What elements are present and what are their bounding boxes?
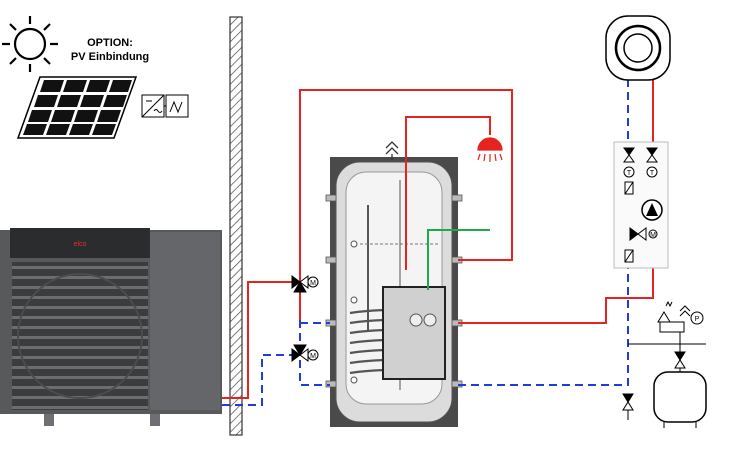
pump-group: T T M — [613, 141, 669, 269]
sun-icon — [2, 16, 58, 72]
return-pipes — [222, 60, 629, 406]
expansion-vessel-icon — [653, 368, 707, 428]
radiator-icon — [605, 15, 671, 81]
thermometer-label: T — [650, 170, 655, 177]
auxiliary-line — [427, 229, 490, 290]
brand-logo: elco — [74, 241, 87, 248]
hot-water-storage-tank — [325, 141, 463, 427]
pressure-gauge-label: P — [695, 316, 700, 323]
motor-label: M — [650, 232, 656, 239]
three-way-valve-upper: M — [291, 275, 319, 293]
solar-panel-icon — [16, 76, 138, 139]
option-label: OPTION: — [87, 37, 133, 49]
drain-valve — [622, 393, 634, 420]
three-way-valve-lower: M — [291, 344, 319, 362]
motor-label: M — [310, 353, 316, 360]
pv-integration-label: PV Einbindung — [71, 51, 149, 63]
inverter-icon — [141, 94, 189, 118]
motor-icon — [307, 276, 319, 288]
safety-group: P — [628, 300, 706, 369]
shower-head-icon — [477, 137, 503, 162]
motor-icon — [307, 349, 319, 361]
thermometer-label: T — [627, 170, 632, 177]
motor-label: M — [310, 280, 316, 287]
building-wall — [229, 16, 243, 436]
heat-pump-unit: elco — [0, 228, 222, 426]
